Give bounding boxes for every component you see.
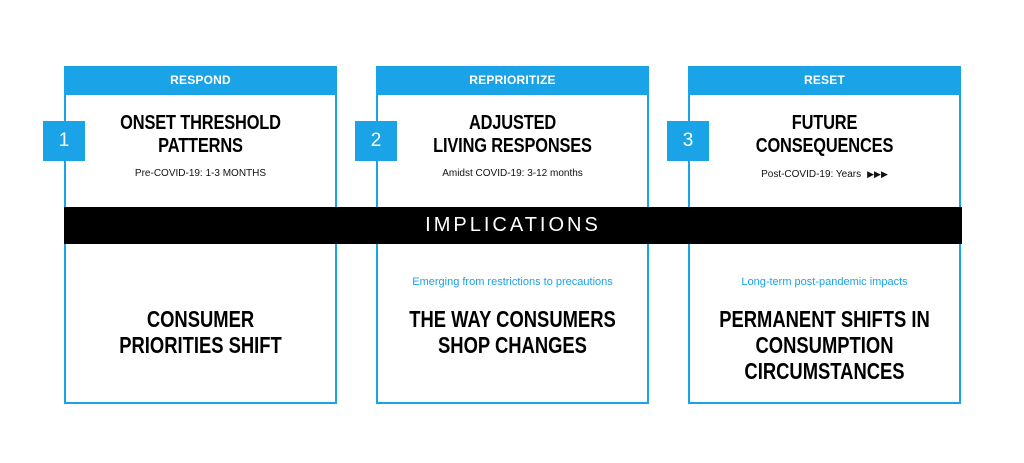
implication-title: PERMANENT SHIFTS IN CONSUMPTION CIRCUMST… bbox=[719, 306, 930, 384]
phase-column-reprioritize: REPRIORITIZE 2 ADJUSTED LIVING RESPONSES… bbox=[355, 66, 649, 404]
phase-header: REPRIORITIZE bbox=[376, 66, 649, 95]
forward-arrows-icon: ▶▶▶ bbox=[867, 169, 888, 179]
phase-number-badge: 1 bbox=[43, 121, 85, 161]
phase-header: RESPOND bbox=[64, 66, 337, 95]
implication-title: CONSUMER PRIORITIES SHIFT bbox=[119, 306, 282, 358]
phase-title: ONSET THRESHOLD PATTERNS bbox=[120, 112, 281, 157]
phase-column-respond: RESPOND 1 ONSET THRESHOLD PATTERNS Pre-C… bbox=[43, 66, 337, 404]
phase-number-badge: 3 bbox=[667, 121, 709, 161]
phase-timeframe-row: Post-COVID-19: Years ▶▶▶ bbox=[690, 167, 959, 182]
implications-band: IMPLICATIONS bbox=[64, 207, 962, 244]
phase-timeframe: Amidst COVID-19: 3-12 months bbox=[442, 168, 583, 179]
phase-header: RESET bbox=[688, 66, 961, 95]
phase-number-badge: 2 bbox=[355, 121, 397, 161]
implication-title: THE WAY CONSUMERS SHOP CHANGES bbox=[409, 306, 616, 358]
phase-timeframe: Post-COVID-19: Years bbox=[761, 169, 862, 180]
phase-title: ADJUSTED LIVING RESPONSES bbox=[433, 112, 592, 157]
phase-title: FUTURE CONSEQUENCES bbox=[755, 112, 894, 157]
implication-subtitle: Long-term post-pandemic impacts bbox=[741, 276, 908, 288]
implication-subtitle: Emerging from restrictions to precaution… bbox=[412, 276, 613, 288]
phase-timeframe: Pre-COVID-19: 1-3 MONTHS bbox=[134, 168, 267, 179]
